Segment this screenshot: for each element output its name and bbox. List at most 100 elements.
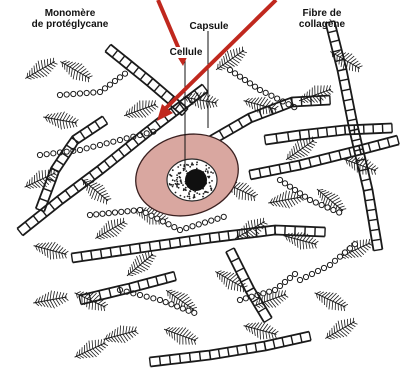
- collagen-rung: [368, 143, 370, 152]
- chain-bead: [97, 142, 102, 147]
- proteoglycan-bristle: [258, 330, 263, 339]
- collagen-edge: [326, 23, 374, 251]
- proteoglycan-bristle: [51, 251, 56, 259]
- proteoglycan-bristle: [54, 252, 59, 259]
- chain-bead: [37, 152, 42, 157]
- collagen-rung: [179, 354, 180, 363]
- collagen-rung: [120, 246, 121, 255]
- chain-bead: [71, 91, 76, 96]
- proteoglycan-bristle: [45, 249, 50, 257]
- collagen-rung: [43, 188, 51, 191]
- collagen-rung: [219, 232, 220, 241]
- collagen-rung: [370, 229, 379, 230]
- collagen-rung: [248, 114, 251, 122]
- collagen-rung: [397, 136, 399, 145]
- collagen-rung: [89, 172, 94, 179]
- chain-bead: [169, 302, 174, 307]
- chain-bead: [84, 146, 89, 151]
- proteoglycan-bristle: [356, 68, 360, 73]
- collagen-rung: [130, 245, 131, 254]
- chain-bead: [332, 258, 337, 263]
- proteoglycan-bristle: [281, 192, 285, 200]
- proteoglycan-bristle: [50, 118, 54, 124]
- proteoglycan-bristle: [367, 239, 371, 244]
- collagen-rung: [159, 356, 160, 365]
- chain-bead: [192, 310, 197, 315]
- granule-dot: [176, 177, 178, 179]
- collagen-rung: [340, 79, 349, 81]
- chain-bead: [342, 250, 347, 255]
- proteoglycan-bristle: [43, 294, 47, 301]
- collagen-rung: [73, 184, 78, 191]
- chain-bead: [44, 152, 49, 157]
- collagen-rung: [111, 155, 117, 162]
- label-monomere-line1: Monomère: [30, 8, 110, 19]
- chain-bead: [275, 96, 280, 101]
- collagen-rung: [329, 153, 331, 162]
- collagen-rung: [112, 50, 118, 57]
- chain-bead: [202, 220, 207, 225]
- proteoglycan-bristle: [315, 85, 321, 93]
- chain-bead: [160, 219, 165, 224]
- collagen-rung: [105, 45, 111, 52]
- granule-dot: [203, 193, 205, 195]
- chain-bead: [227, 67, 232, 72]
- chain-bead: [143, 210, 148, 215]
- collagen-rung: [336, 127, 337, 136]
- arrow-cellule: [158, 0, 181, 54]
- granule-dot: [179, 172, 181, 174]
- chain-bead: [263, 90, 268, 95]
- chain-bead: [337, 254, 342, 259]
- proteoglycan-bristle: [115, 327, 120, 335]
- proteoglycan-bristle: [52, 291, 56, 299]
- proteoglycan-bristle: [264, 332, 269, 339]
- proteoglycan-monomer: [321, 313, 360, 346]
- granule-dot: [187, 196, 189, 198]
- granule-dot: [184, 196, 186, 198]
- chain-bead: [307, 197, 312, 202]
- granule-dot: [184, 189, 186, 191]
- granule-dot: [180, 195, 182, 197]
- chain-bead: [119, 209, 124, 214]
- collagen-rung: [328, 31, 337, 33]
- collagen-rung: [339, 151, 341, 160]
- proteoglycan-bristle: [137, 101, 143, 110]
- chain-bead: [257, 87, 262, 92]
- label-monomere: Monomère de protéglycane: [30, 8, 110, 30]
- collagen-rung: [119, 149, 125, 156]
- granule-dot: [206, 168, 208, 170]
- proteoglycan-bristle: [51, 58, 55, 63]
- collagen-rung: [174, 272, 176, 281]
- granule-dot: [189, 196, 191, 198]
- proteoglycan-bristle: [267, 300, 273, 308]
- collagen-rung: [309, 158, 311, 167]
- collagen-rung: [365, 199, 374, 200]
- collagen-rung: [246, 288, 254, 293]
- collagen-edge: [251, 144, 399, 179]
- chain-bead: [261, 291, 266, 296]
- granule-dot: [172, 169, 174, 171]
- chain-bead: [77, 91, 82, 96]
- chain-bead: [267, 289, 272, 294]
- collagen-rung: [91, 251, 92, 260]
- chain-bead: [163, 300, 168, 305]
- proteoglycan-bristle: [275, 195, 279, 201]
- granule-dot: [180, 164, 182, 166]
- chain-bead: [125, 209, 130, 214]
- collagen-rung: [71, 254, 72, 263]
- chain-bead: [321, 265, 326, 270]
- proteoglycan-bristle: [40, 295, 44, 301]
- proteoglycan-bristle: [283, 191, 288, 200]
- label-fibre: Fibre de collagène: [292, 8, 352, 30]
- collagen-rung: [147, 79, 153, 86]
- chain-bead: [315, 268, 320, 273]
- collagen-rung: [282, 338, 284, 347]
- proteoglycan-bristle: [102, 306, 106, 311]
- collagen-rung: [156, 276, 158, 285]
- granule-dot: [178, 187, 180, 189]
- collagen-rung: [119, 56, 125, 63]
- collagen-rung: [258, 308, 266, 313]
- collagen-rung: [133, 138, 139, 145]
- proteoglycan-bristle: [270, 299, 276, 308]
- collagen-rung: [249, 171, 251, 180]
